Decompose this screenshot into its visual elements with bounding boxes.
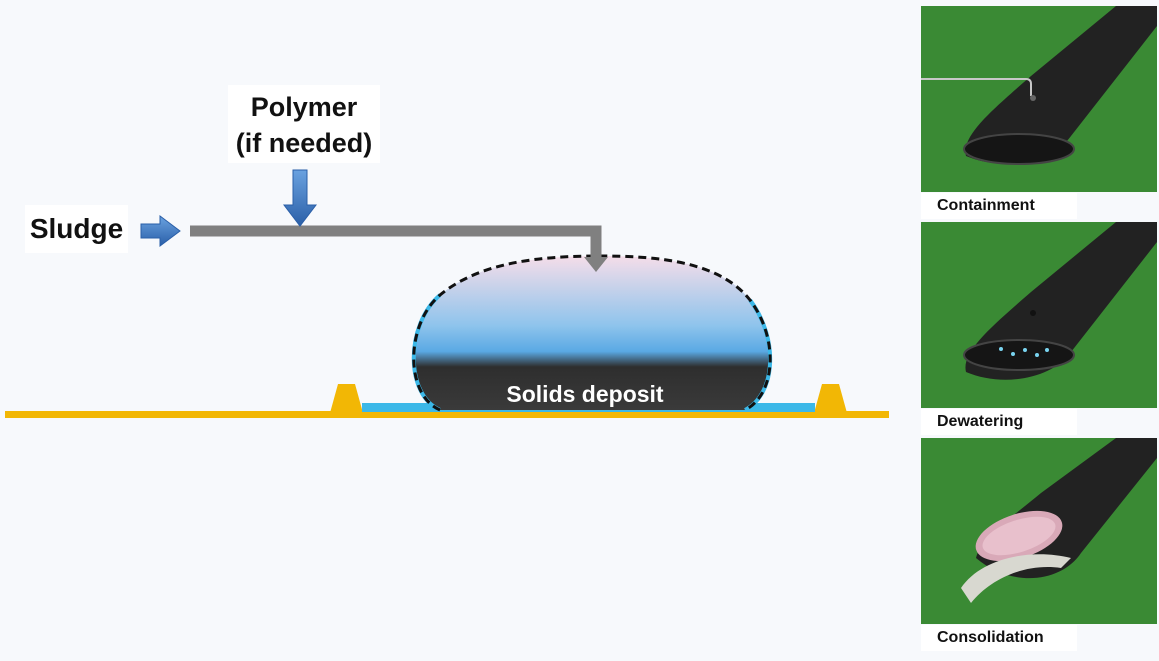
left-berm xyxy=(330,384,363,413)
containment-panel xyxy=(921,6,1157,192)
polymer-arrow-icon xyxy=(282,169,318,227)
dewatering-panel xyxy=(921,222,1157,408)
containment-caption: Containment xyxy=(921,193,1077,219)
solids-deposit-label: Solids deposit xyxy=(506,381,664,407)
consolidation-tube-image xyxy=(961,438,1157,603)
sludge-arrow-icon xyxy=(140,215,181,247)
right-berm xyxy=(814,384,847,413)
polymer-label-line2: (if needed) xyxy=(235,128,373,158)
polymer-label: Polymer (if needed) xyxy=(228,85,380,163)
geotube-bag xyxy=(413,256,771,410)
polymer-label-line1: Polymer xyxy=(250,92,358,122)
containment-tube-image xyxy=(921,6,1157,165)
ground-line xyxy=(5,411,889,418)
dewatering-tube-image xyxy=(963,222,1157,380)
sludge-label: Sludge xyxy=(25,205,128,253)
consolidation-caption: Consolidation xyxy=(921,625,1077,651)
pipe-outlet-arrow xyxy=(584,257,608,272)
consolidation-panel xyxy=(921,438,1157,624)
dewatering-caption: Dewatering xyxy=(921,409,1077,435)
feed-pipe xyxy=(190,225,602,262)
geotube-diagram: Solids deposit xyxy=(5,169,889,418)
